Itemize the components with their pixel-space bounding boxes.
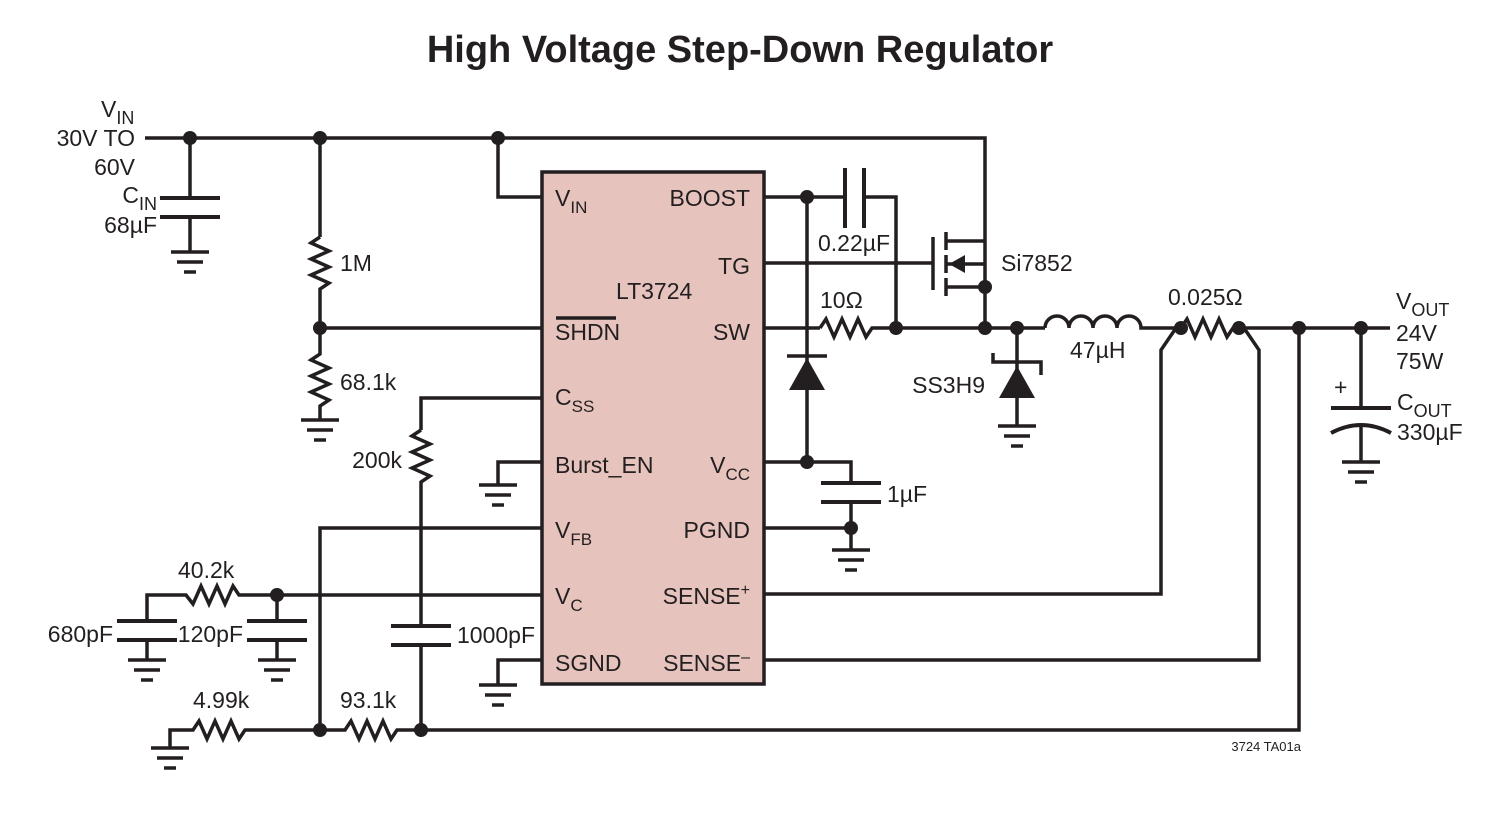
cin-value: 68µF bbox=[104, 212, 157, 238]
pin-sgnd: SGND bbox=[555, 650, 621, 676]
pin-sense-plus: SENSE+ bbox=[663, 582, 750, 609]
c-1000pf-capacitor bbox=[391, 624, 451, 730]
r-931k-label: 93.1k bbox=[340, 687, 397, 713]
c-vcc-label: 1µF bbox=[887, 481, 927, 507]
vout-label: VOUT bbox=[1396, 288, 1449, 320]
c-680pf-label: 680pF bbox=[48, 621, 113, 647]
c-680pf-capacitor bbox=[117, 619, 177, 682]
r-40k-resistor bbox=[145, 581, 277, 620]
vin-range-1: 30V TO bbox=[57, 125, 135, 151]
r-1m-label: 1M bbox=[340, 250, 372, 276]
r-10-label: 10Ω bbox=[820, 287, 863, 313]
r-200k-resistor bbox=[407, 428, 435, 625]
cout-value: 330µF bbox=[1397, 419, 1463, 445]
diagram-title: High Voltage Step-Down Regulator bbox=[427, 29, 1054, 71]
r-68k-label: 68.1k bbox=[340, 369, 397, 395]
pin-shdn: SHDN bbox=[555, 319, 620, 345]
r-499k-label: 4.99k bbox=[193, 687, 250, 713]
ground-sgnd bbox=[479, 658, 542, 707]
pin-vc: VC bbox=[555, 583, 583, 615]
cin-capacitor bbox=[160, 196, 220, 274]
r-10-resistor bbox=[818, 314, 1045, 342]
r-200k-label: 200k bbox=[352, 447, 402, 473]
ground-burst-en bbox=[479, 460, 542, 507]
ic-lt3724 bbox=[540, 170, 766, 686]
r-499k-resistor bbox=[168, 716, 320, 748]
pin-vcc: VCC bbox=[710, 452, 750, 484]
inductor-47uh bbox=[1043, 314, 1181, 330]
junction-dots bbox=[183, 131, 1368, 737]
vfb-wire bbox=[318, 526, 542, 730]
pin-boost: BOOST bbox=[669, 185, 750, 211]
mosfet-si7852 bbox=[931, 232, 987, 328]
pin-sense-minus: SENSE– bbox=[663, 649, 750, 676]
vin-label: VIN bbox=[101, 96, 134, 128]
c-vcc-capacitor bbox=[764, 481, 881, 572]
c-1000pf-label: 1000pF bbox=[457, 622, 535, 648]
vout-voltage: 24V bbox=[1396, 320, 1438, 346]
pin-sw: SW bbox=[713, 319, 750, 345]
vout-power: 75W bbox=[1396, 348, 1444, 374]
c-boost-label: 0.22µF bbox=[818, 230, 890, 256]
pin-burst-en: Burst_EN bbox=[555, 452, 653, 478]
ic-name: LT3724 bbox=[616, 278, 693, 304]
cin-label: CIN bbox=[122, 182, 157, 214]
diode-label: SS3H9 bbox=[912, 372, 985, 398]
cout-capacitor bbox=[1330, 328, 1392, 484]
css-wire bbox=[419, 396, 542, 430]
mosfet-label: Si7852 bbox=[1001, 250, 1073, 276]
ground-499k bbox=[151, 746, 189, 770]
cout-plus: + bbox=[1334, 374, 1347, 400]
r-931k-resistor bbox=[320, 328, 1301, 744]
inductor-label: 47µH bbox=[1070, 337, 1125, 363]
c-120pf-capacitor bbox=[247, 595, 307, 682]
sense-plus-wire bbox=[764, 327, 1178, 596]
vin-rail bbox=[145, 136, 987, 250]
boost-diode bbox=[787, 354, 827, 390]
pin-pgnd: PGND bbox=[684, 517, 750, 543]
vin-range-2: 60V bbox=[94, 154, 136, 180]
figure-id: 3724 TA01a bbox=[1231, 739, 1301, 754]
sense-minus-wire bbox=[764, 327, 1261, 662]
pin-tg: TG bbox=[718, 253, 750, 279]
ground-68k bbox=[301, 418, 339, 442]
r-40k-label: 40.2k bbox=[178, 557, 235, 583]
r-sense-resistor bbox=[1179, 314, 1390, 342]
pin-vfb: VFB bbox=[555, 517, 592, 549]
pin-css: CSS bbox=[555, 384, 594, 416]
r-68k-resistor bbox=[306, 328, 334, 420]
c-boost-capacitor bbox=[843, 168, 898, 328]
cout-label: COUT bbox=[1397, 389, 1452, 421]
pin-vin: VIN bbox=[555, 185, 587, 217]
r-sense-label: 0.025Ω bbox=[1168, 284, 1243, 310]
vcc-wire bbox=[764, 460, 853, 482]
r-1m-resistor bbox=[306, 235, 334, 328]
catch-diode-ss3h9 bbox=[991, 328, 1043, 448]
c-120pf-label: 120pF bbox=[178, 621, 243, 647]
